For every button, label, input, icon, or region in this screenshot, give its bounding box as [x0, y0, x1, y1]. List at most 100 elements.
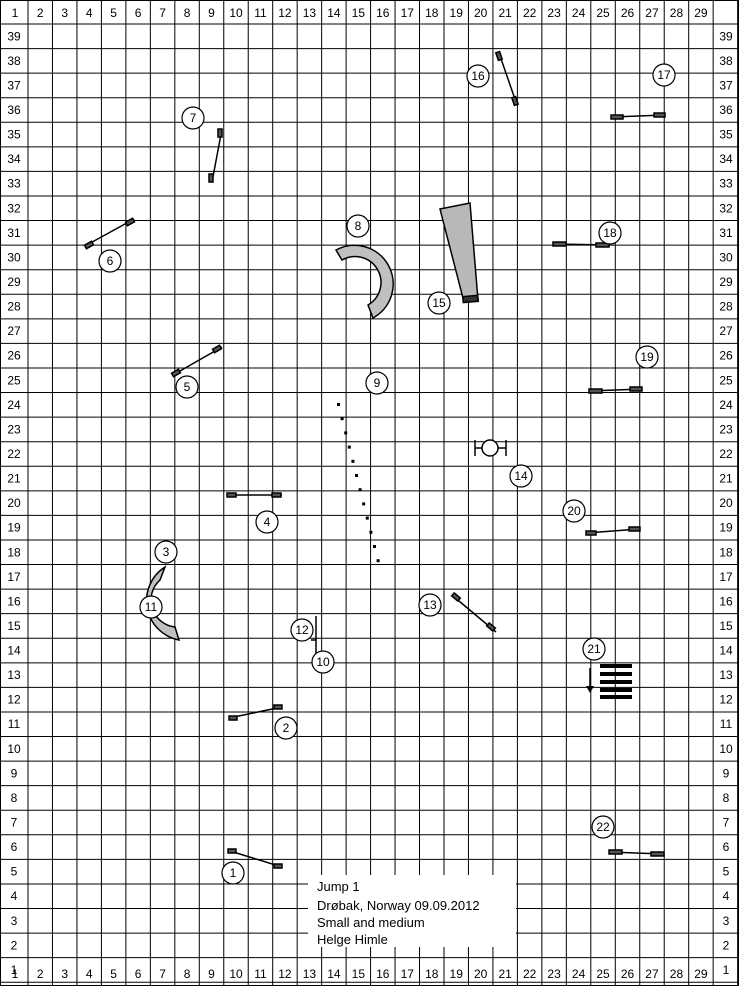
column-label-bottom: 13 — [303, 967, 317, 981]
column-label-top: 7 — [159, 6, 166, 20]
row-label-right: 32 — [719, 201, 733, 215]
column-label-bottom: 11 — [254, 967, 267, 981]
row-label-left: 23 — [7, 422, 21, 436]
course-class: Small and medium — [317, 915, 425, 930]
obstacle-number-circle — [365, 371, 389, 395]
obstacle-number-circle — [139, 595, 163, 619]
column-label-top: 27 — [645, 6, 659, 20]
row-label-left: 21 — [7, 472, 21, 486]
row-label-left: 18 — [7, 545, 21, 559]
row-label-right: 28 — [719, 300, 733, 314]
row-label-left: 2 — [11, 938, 18, 952]
weave-poles-9 — [337, 403, 380, 563]
obstacle-number-15: 15 — [432, 296, 446, 310]
row-label-right: 2 — [723, 938, 730, 952]
column-label-bottom: 24 — [572, 967, 586, 981]
obstacle-number-1: 1 — [230, 866, 237, 880]
column-label-bottom: 12 — [278, 967, 292, 981]
column-label-bottom: 25 — [596, 967, 610, 981]
row-label-right: 6 — [723, 840, 730, 854]
obstacle-number-21: 21 — [587, 642, 601, 656]
row-label-left: 30 — [7, 250, 21, 264]
row-label-right: 39 — [719, 29, 733, 43]
obstacle-number-circle — [154, 540, 178, 564]
column-label-top: 1 — [12, 6, 19, 20]
row-label-right: 13 — [719, 668, 733, 682]
column-label-bottom: 9 — [208, 967, 215, 981]
obstacle-number-circle — [274, 716, 298, 740]
obstacle-number-14: 14 — [514, 469, 528, 483]
obstacle-number-circle — [466, 64, 490, 88]
row-label-right: 30 — [719, 250, 733, 264]
column-label-bottom: 29 — [694, 967, 708, 981]
obstacle-number-8: 8 — [355, 219, 362, 233]
obstacle-number-circle — [311, 650, 335, 674]
row-label-right: 23 — [719, 422, 733, 436]
row-label-right: 12 — [719, 693, 733, 707]
column-label-bottom: 7 — [159, 967, 166, 981]
obstacle-number-circle — [562, 499, 586, 523]
row-label-left: 31 — [7, 226, 21, 240]
row-label-left: 6 — [11, 840, 18, 854]
column-label-top: 28 — [670, 6, 684, 20]
column-label-top: 14 — [327, 6, 341, 20]
obstacle-number-16: 16 — [471, 69, 485, 83]
column-label-top: 11 — [254, 6, 267, 20]
row-label-left: 29 — [7, 275, 21, 289]
obstacle-number-5: 5 — [184, 380, 191, 394]
row-label-right: 15 — [719, 619, 733, 633]
obstacle-number-19: 19 — [640, 350, 654, 364]
obstacle-number-circle — [181, 106, 205, 130]
column-label-top: 15 — [352, 6, 366, 20]
row-label-left: 33 — [7, 177, 21, 191]
jump-5 — [170, 344, 223, 378]
row-label-left: 4 — [11, 889, 18, 903]
column-label-top: 29 — [694, 6, 708, 20]
row-label-right: 1 — [723, 963, 730, 977]
row-label-right: 21 — [719, 472, 733, 486]
column-label-bottom: 1 — [12, 967, 19, 981]
obstacle-number-3: 3 — [163, 545, 170, 559]
obstacle-number-11: 11 — [145, 600, 158, 614]
obstacle-number-10: 10 — [316, 655, 330, 669]
column-label-bottom: 23 — [547, 967, 561, 981]
tire-14 — [474, 439, 507, 457]
column-label-top: 22 — [523, 6, 537, 20]
column-label-top: 6 — [135, 6, 142, 20]
obstacle-number-17: 17 — [657, 68, 671, 82]
column-label-top: 5 — [110, 6, 117, 20]
row-label-right: 3 — [723, 914, 730, 928]
row-label-left: 35 — [7, 128, 21, 142]
obstacle-number-circle — [427, 291, 451, 315]
row-label-left: 19 — [7, 521, 21, 535]
column-label-top: 12 — [278, 6, 292, 20]
row-label-left: 10 — [7, 742, 21, 756]
obstacle-number-9: 9 — [374, 376, 381, 390]
jump-7 — [208, 128, 223, 183]
row-label-right: 24 — [719, 398, 733, 412]
jump-16 — [494, 50, 520, 107]
obstacle-number-circle — [591, 815, 615, 839]
row-label-right: 9 — [723, 766, 730, 780]
row-label-left: 16 — [7, 594, 21, 608]
row-label-right: 35 — [719, 128, 733, 142]
obstacle-number-circle — [175, 375, 199, 399]
row-label-right: 26 — [719, 349, 733, 363]
jump-4 — [226, 492, 282, 498]
column-label-bottom: 3 — [61, 967, 68, 981]
jump-13 — [450, 591, 497, 633]
column-label-top: 10 — [229, 6, 243, 20]
column-label-top: 8 — [184, 6, 191, 20]
row-label-left: 26 — [7, 349, 21, 363]
obstacle-number-circle — [635, 345, 659, 369]
column-label-top: 20 — [474, 6, 488, 20]
course-info: Jump 1 Drøbak, Norway 09.09.2012 Small a… — [308, 875, 516, 947]
obstacle-number-circle — [255, 510, 279, 534]
row-label-left: 32 — [7, 201, 21, 215]
column-label-bottom: 19 — [450, 967, 464, 981]
obstacle-number-13: 13 — [423, 598, 437, 612]
row-label-left: 7 — [11, 816, 18, 830]
column-label-top: 25 — [596, 6, 610, 20]
row-label-left: 8 — [11, 791, 18, 805]
